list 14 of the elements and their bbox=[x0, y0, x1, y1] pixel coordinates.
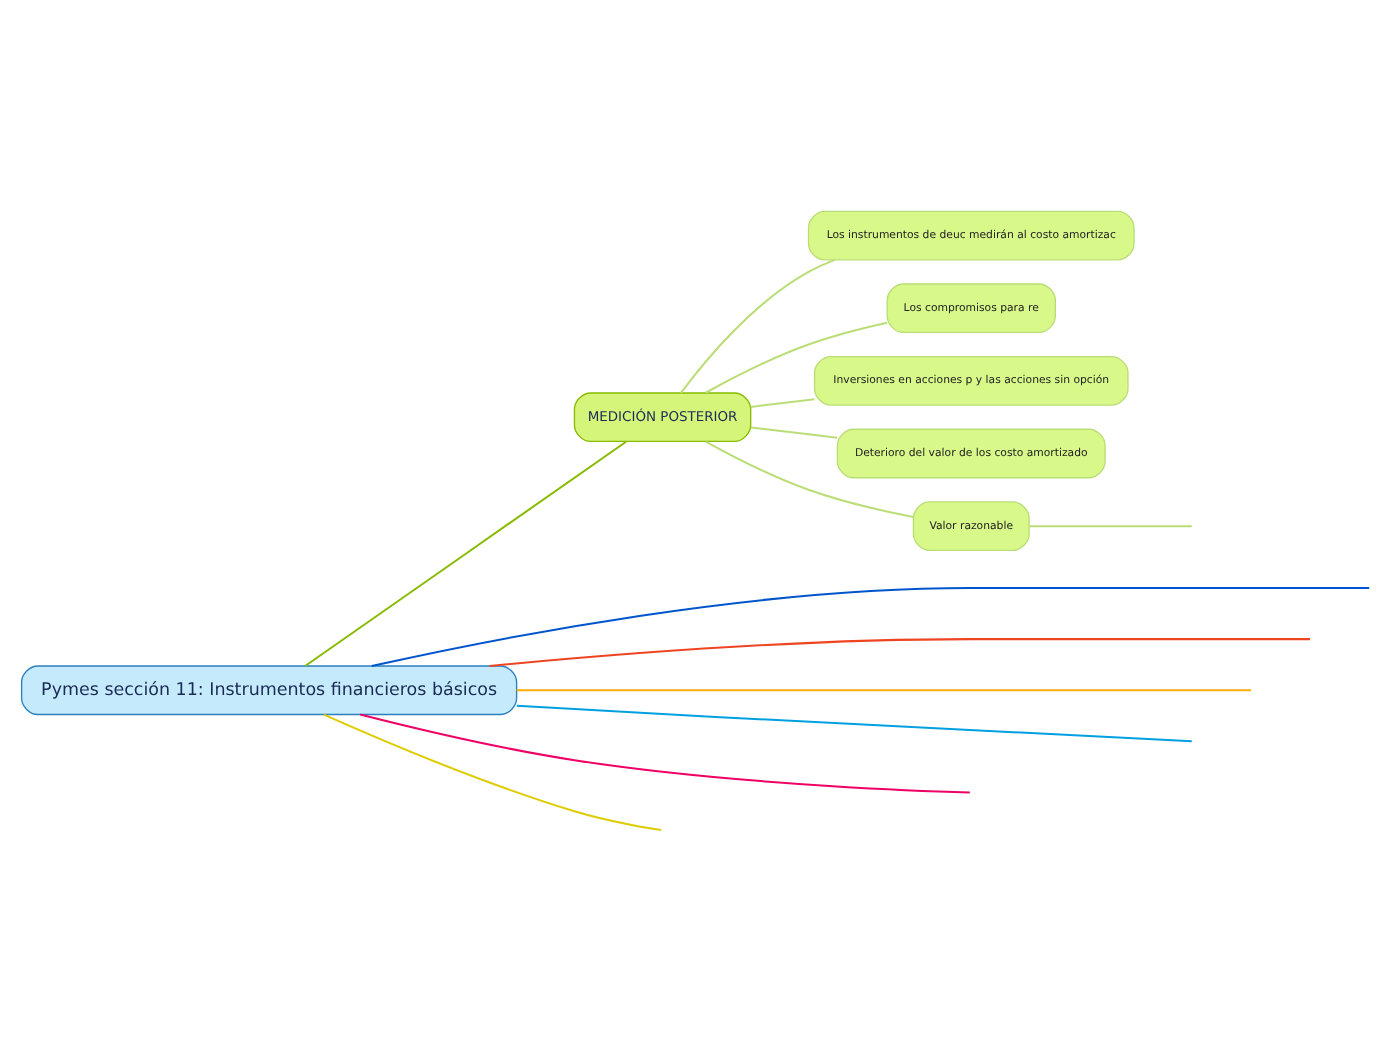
connector bbox=[516, 688, 1251, 691]
connector bbox=[360, 712, 970, 793]
connector bbox=[516, 703, 1192, 742]
connector bbox=[489, 637, 1311, 666]
connector bbox=[705, 320, 888, 393]
connector bbox=[304, 439, 627, 666]
connector bbox=[323, 712, 662, 831]
connector bbox=[750, 425, 838, 438]
connector bbox=[371, 586, 1370, 666]
connector bbox=[705, 439, 914, 517]
connector bbox=[1029, 524, 1192, 527]
connector bbox=[680, 257, 836, 393]
node-box: Pymes sección 11: Instrumentos financieros básicos bbox=[20, 664, 518, 715]
connector bbox=[750, 397, 815, 407]
